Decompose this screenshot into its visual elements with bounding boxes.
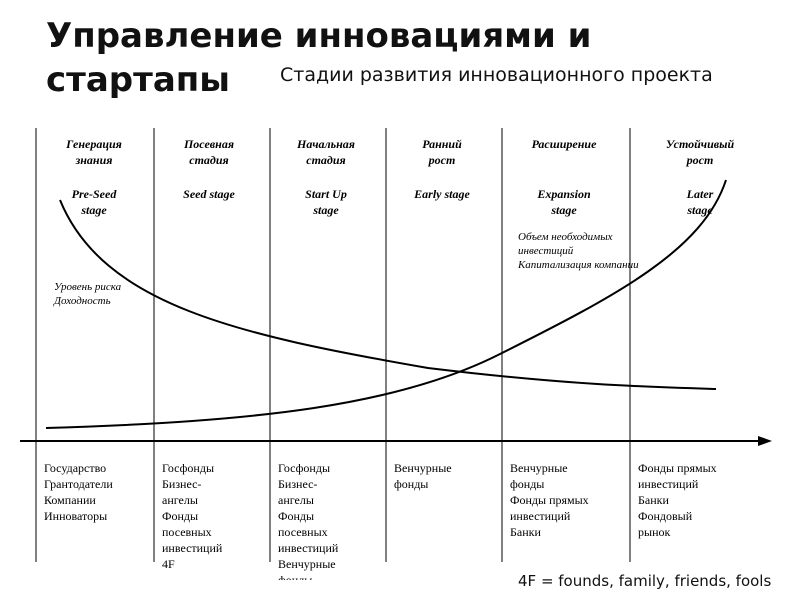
page-title-line-1: Управление инновациями и xyxy=(46,16,592,56)
page-title-line-2: стартапы xyxy=(46,60,231,100)
investor-item: Фонды xyxy=(162,509,198,523)
risk-curve-label: Доходность xyxy=(53,295,111,307)
stage-name-line: рост xyxy=(686,153,714,167)
investment-curve-label: Капитализация компании xyxy=(517,259,639,271)
investor-item: Венчурные xyxy=(394,461,452,475)
investor-item: инвестиций xyxy=(162,541,223,555)
investor-lists: ГосударствоГрантодателиКомпанииИнноватор… xyxy=(44,461,717,580)
investor-item: Венчурные xyxy=(510,461,568,475)
investor-item: фонды xyxy=(394,477,428,491)
investor-item: Фондовый xyxy=(638,509,693,523)
investor-item: посевных xyxy=(162,525,212,539)
stage-english-line: stage xyxy=(312,203,339,217)
investor-item: Бизнес- xyxy=(162,477,201,491)
investor-item: фонды xyxy=(278,573,312,580)
risk-curve xyxy=(59,199,717,390)
investor-item: Компании xyxy=(44,493,96,507)
stage-dividers xyxy=(35,128,631,562)
investor-item: ангелы xyxy=(162,493,198,507)
stage-name-line: рост xyxy=(428,153,456,167)
stage-english-line: stage xyxy=(550,203,577,217)
stage-name-line: знания xyxy=(75,153,113,167)
investor-item: 4F xyxy=(162,557,175,571)
investor-item: инвестиций xyxy=(278,541,339,555)
investor-item: посевных xyxy=(278,525,328,539)
investor-item: Инноваторы xyxy=(44,509,107,523)
stage-name-line: Генерация xyxy=(65,137,122,151)
investment-curve xyxy=(45,179,727,429)
investment-curve-label: Объем необходимых xyxy=(518,231,613,243)
time-axis-arrowhead xyxy=(758,436,772,446)
page-subtitle: Стадии развития инновационного проекта xyxy=(280,64,713,86)
investor-item: Государство xyxy=(44,461,106,475)
footnote-4f: 4F = founds, family, friends, fools xyxy=(518,572,772,590)
investor-item: Грантодатели xyxy=(44,477,113,491)
investor-item: Фонды xyxy=(278,509,314,523)
investor-item: Банки xyxy=(638,493,669,507)
stage-english-line: Seed stage xyxy=(183,187,235,201)
stage-name-line: стадия xyxy=(306,153,345,167)
investor-item: Госфонды xyxy=(162,461,214,475)
investment-curve-label: инвестиций xyxy=(518,245,574,257)
stage-english-line: Early stage xyxy=(413,187,470,201)
investor-item: Фонды прямых xyxy=(510,493,589,507)
stage-english-line: Later xyxy=(686,187,714,201)
stage-name-line: Устойчивый xyxy=(666,137,735,151)
investor-item: инвестиций xyxy=(510,509,571,523)
stage-name-line: Посевная xyxy=(183,137,234,151)
stage-english-line: stage xyxy=(80,203,107,217)
investor-item: Бизнес- xyxy=(278,477,317,491)
stage-name-line: стадия xyxy=(189,153,228,167)
stage-name-line: Ранний xyxy=(422,137,462,151)
investor-item: Фонды прямых xyxy=(638,461,717,475)
investor-item: Банки xyxy=(510,525,541,539)
stage-name-line: Расширение xyxy=(532,137,598,151)
investor-item: Госфонды xyxy=(278,461,330,475)
investor-item: рынок xyxy=(638,525,670,539)
stage-english-line: Expansion xyxy=(536,187,591,201)
stage-english-line: stage xyxy=(686,203,713,217)
investor-item: инвестиций xyxy=(638,477,699,491)
stage-english-line: Pre-Seed xyxy=(72,187,118,201)
investor-item: ангелы xyxy=(278,493,314,507)
stage-name-line: Начальная xyxy=(296,137,355,151)
investor-item: фонды xyxy=(510,477,544,491)
stage-english-line: Start Up xyxy=(305,187,347,201)
risk-curve-label: Уровень риска xyxy=(54,281,122,293)
investor-item: Венчурные xyxy=(278,557,336,571)
